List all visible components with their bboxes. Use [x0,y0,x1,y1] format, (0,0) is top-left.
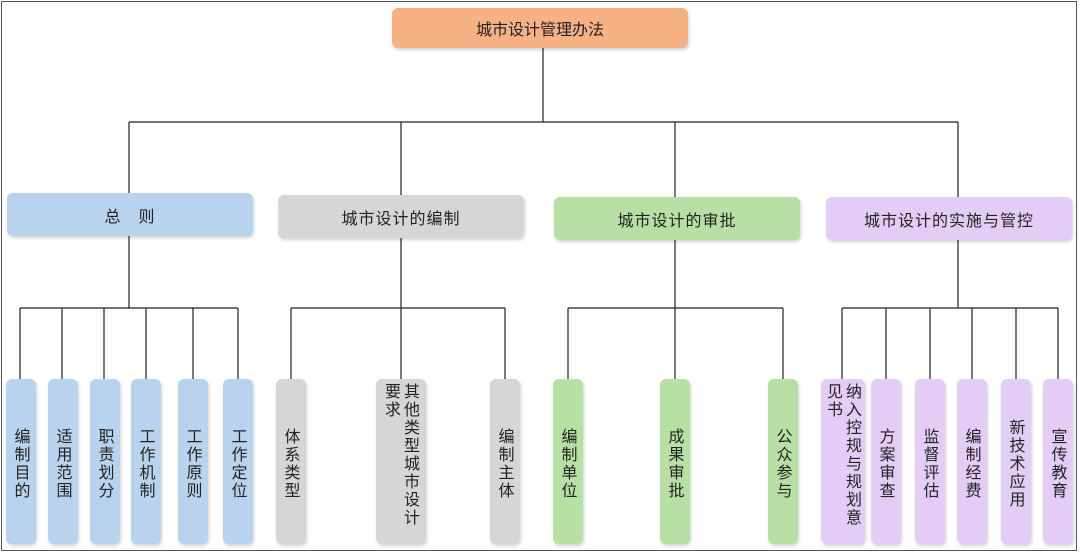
leaf-scope-of-application: 适用范围 [48,379,78,544]
leaf-working-positioning: 工作定位 [223,379,253,544]
leaf-public-participation: 公众参与 [768,379,798,544]
leaf-supervision-evaluation: 监督评估 [915,379,945,544]
leaf-compilation-funding: 编制经费 [957,379,987,544]
leaf-division-of-duties: 职责划分 [90,379,120,544]
leaf-result-approval: 成果审批 [660,379,690,544]
leaf-system-types: 体系类型 [276,379,306,544]
category-implementation-control: 城市设计的实施与管控 [826,197,1072,240]
leaf-planning-integration: 纳入控规与规划意见书 [821,379,865,544]
category-general-provisions: 总 则 [7,193,253,236]
leaf-compilation-subject: 编制主体 [490,379,520,544]
leaf-new-technology: 新技术应用 [1001,379,1031,544]
root-node: 城市设计管理办法 [392,8,688,48]
leaf-other-type-requirements: 其他类型城市设计要求 [376,379,426,544]
leaf-working-mechanism: 工作机制 [131,379,161,544]
category-approval: 城市设计的审批 [554,197,800,240]
leaf-compilation-unit: 编制单位 [553,379,583,544]
leaf-working-principles: 工作原则 [178,379,208,544]
leaf-publicity-education: 宣传教育 [1043,379,1073,544]
leaf-scheme-review: 方案审查 [871,379,901,544]
category-compilation: 城市设计的编制 [278,195,524,238]
leaf-compilation-purpose: 编制目的 [6,379,36,544]
